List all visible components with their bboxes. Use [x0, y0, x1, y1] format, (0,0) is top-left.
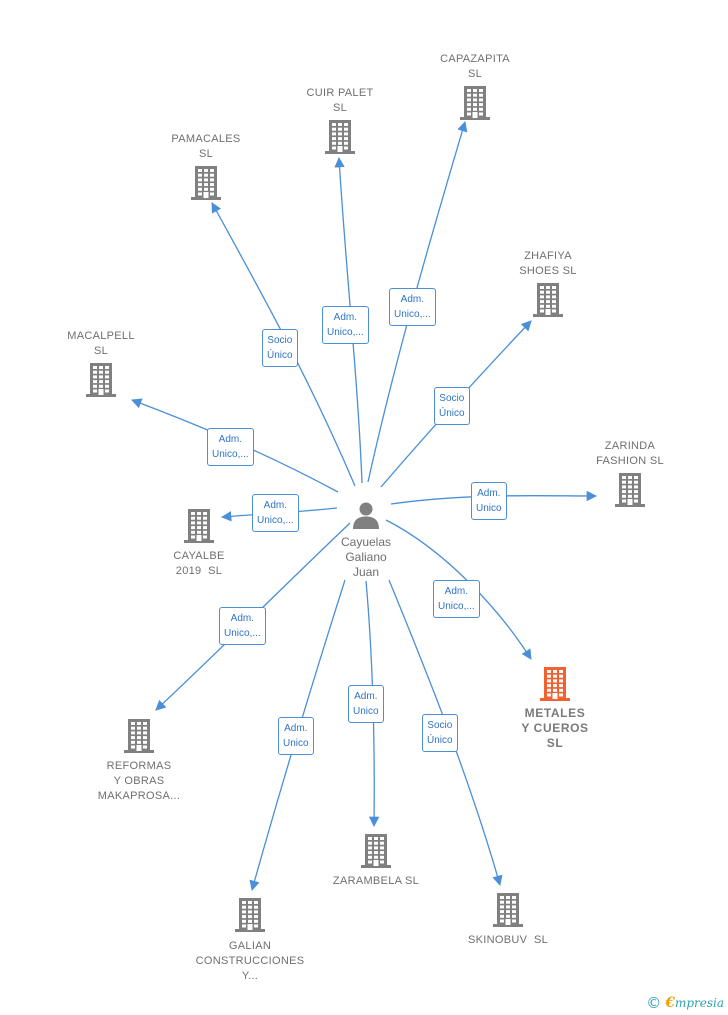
building-icon-metales[interactable] — [539, 666, 571, 702]
building-icon-galian[interactable] — [234, 897, 266, 933]
company-name-skinobuv[interactable]: SKINOBUV SL — [467, 934, 548, 946]
company-name-galian[interactable]: GALIAN CONSTRUCCIONES Y... — [195, 940, 305, 982]
building-icon-macalpell[interactable] — [85, 362, 117, 398]
relation-label-galian[interactable]: Adm. Unico — [278, 717, 314, 755]
relation-label-zarambela[interactable]: Adm. Unico — [348, 685, 384, 723]
relation-label-skinobuv[interactable]: Socio Único — [422, 714, 458, 752]
brand-logo-text: mpresia — [674, 996, 724, 1010]
relation-label-pamacales[interactable]: Socio Único — [262, 329, 298, 367]
company-name-cuir-palet[interactable]: CUIR PALET SL — [306, 87, 374, 114]
building-icon-reformas[interactable] — [123, 718, 155, 754]
relation-label-cuir-palet[interactable]: Adm. Unico,... — [322, 306, 369, 344]
building-icon-cuir-palet[interactable] — [324, 119, 356, 155]
brand-logo-initial: € — [665, 995, 675, 1011]
person-name: Cayuelas Galiano Juan — [340, 535, 392, 579]
building-icon-cayalbe[interactable] — [183, 508, 215, 544]
copyright-brand: © €mpresia — [646, 994, 724, 1012]
relation-label-capazapita[interactable]: Adm. Unico,... — [389, 288, 436, 326]
building-icon-capazapita[interactable] — [459, 85, 491, 121]
relation-label-zhafiya[interactable]: Socio Único — [434, 387, 470, 425]
relation-label-cayalbe[interactable]: Adm. Unico,... — [252, 494, 299, 532]
company-name-macalpell[interactable]: MACALPELL SL — [67, 330, 135, 357]
relation-label-macalpell[interactable]: Adm. Unico,... — [207, 428, 254, 466]
person-node[interactable] — [351, 500, 381, 535]
building-icon-pamacales[interactable] — [190, 165, 222, 201]
building-icon-zarinda[interactable] — [614, 472, 646, 508]
building-icon-skinobuv[interactable] — [492, 892, 524, 928]
building-icon-zarambela[interactable] — [360, 833, 392, 869]
person-icon — [353, 502, 379, 529]
company-name-pamacales[interactable]: PAMACALES SL — [171, 133, 241, 160]
brand-logo[interactable]: €mpresia — [665, 995, 724, 1011]
relation-label-metales[interactable]: Adm. Unico,... — [433, 580, 480, 618]
company-name-capazapita[interactable]: CAPAZAPITA SL — [440, 53, 510, 80]
company-name-cayalbe[interactable]: CAYALBE 2019 SL — [173, 550, 225, 577]
company-name-metales[interactable]: METALES Y CUEROS SL — [521, 706, 589, 750]
company-name-zhafiya[interactable]: ZHAFIYA SHOES SL — [519, 250, 577, 277]
copyright-symbol: © — [646, 994, 662, 1012]
company-name-zarambela[interactable]: ZARAMBELA SL — [332, 875, 420, 887]
building-icon-zhafiya[interactable] — [532, 282, 564, 318]
relation-label-zarinda[interactable]: Adm. Unico — [471, 482, 507, 520]
relation-label-reformas[interactable]: Adm. Unico,... — [219, 607, 266, 645]
company-name-zarinda[interactable]: ZARINDA FASHION SL — [596, 440, 664, 467]
company-name-reformas[interactable]: REFORMAS Y OBRAS MAKAPROSA... — [97, 760, 181, 802]
